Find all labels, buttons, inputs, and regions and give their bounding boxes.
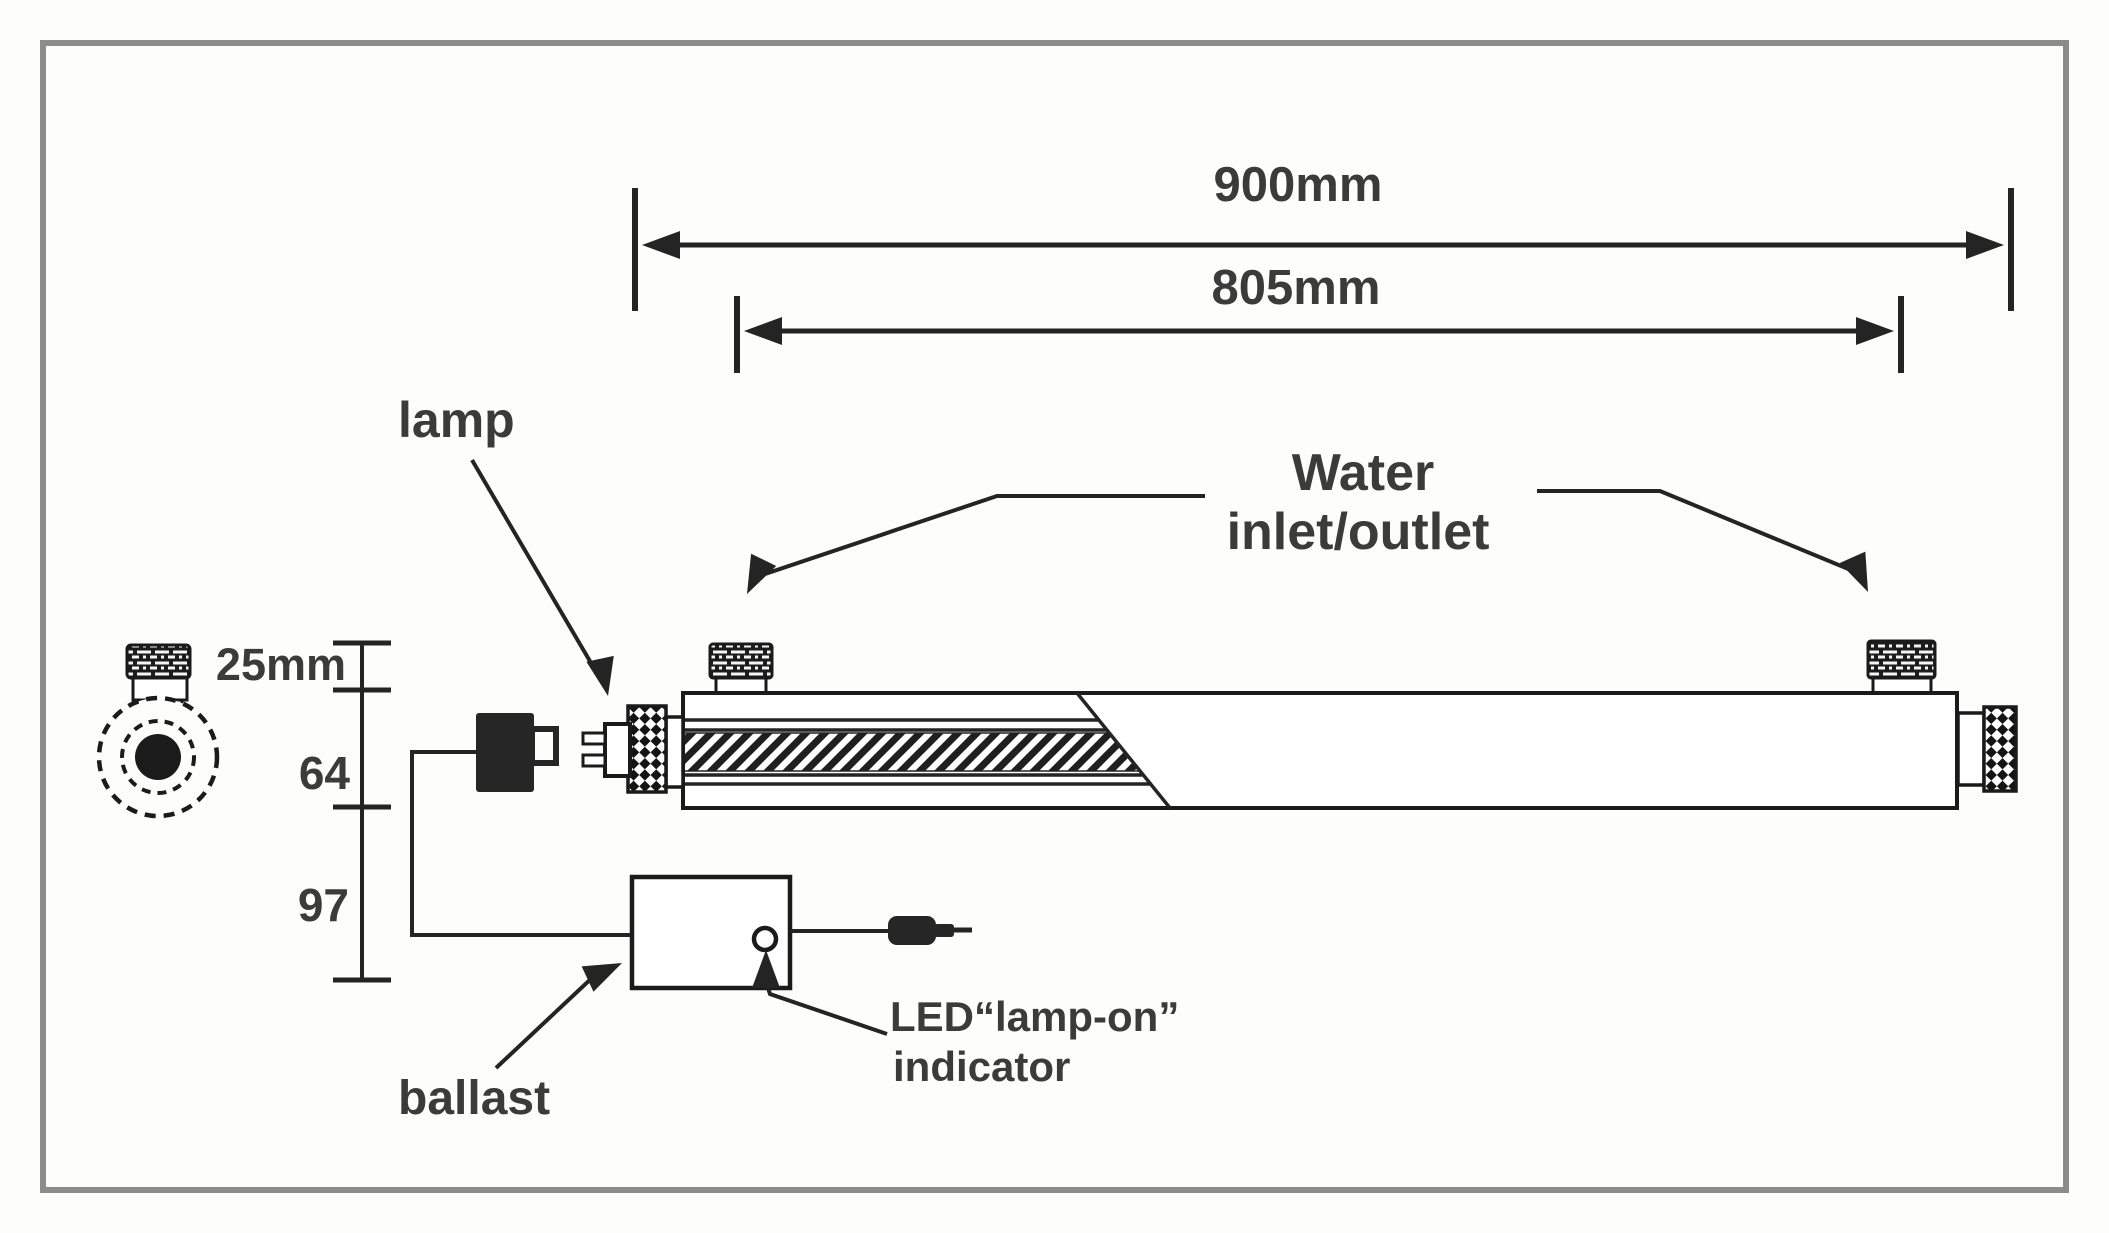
dim-900-right-arrowhead-icon xyxy=(1966,231,2004,259)
lamp-cable-connector xyxy=(476,713,534,792)
left-gland-nut xyxy=(626,704,668,794)
ballast-label: ballast xyxy=(398,1072,550,1125)
dim-805-right-arrowhead-icon xyxy=(1856,317,1894,345)
dim-805-label: 805mm xyxy=(1212,261,1381,315)
dimension-900mm: 900mm xyxy=(632,158,2014,311)
ballast-arrowhead-icon xyxy=(581,950,628,992)
ballast-callout: ballast xyxy=(398,950,628,1125)
lamp-tube-hatch xyxy=(682,732,1143,772)
water-left-arrowhead-icon xyxy=(734,553,777,601)
lamp-to-ballast-wire xyxy=(410,750,632,937)
right-collar xyxy=(1956,711,1986,787)
lamp-leader-line xyxy=(470,458,603,682)
power-plug-tip xyxy=(934,924,954,937)
led-label-line2: indicator xyxy=(893,1043,1070,1090)
cross-section-view xyxy=(96,643,220,819)
led-callout: LED“lamp-on” indicator xyxy=(752,950,1179,1090)
water-left-leader-line xyxy=(752,494,1205,580)
lamp-cable-connector-notch xyxy=(529,726,559,766)
water-right-arrowhead-icon xyxy=(1839,551,1881,598)
lamp-arrowhead-icon xyxy=(586,655,622,699)
water-port-right-cap xyxy=(1866,639,1937,680)
dim-97-label: 97 xyxy=(298,879,349,931)
dim-25mm-label: 25mm xyxy=(216,639,346,690)
lamp-pin-bottom xyxy=(581,753,607,768)
lamp-pin-top xyxy=(581,731,607,746)
cross-section-lamp-core xyxy=(135,734,181,780)
water-label-line1: Water xyxy=(1292,444,1435,502)
left-collar xyxy=(664,715,685,789)
water-label-line2: inlet/outlet xyxy=(1227,503,1490,561)
power-plug xyxy=(888,916,936,945)
water-right-leader-line xyxy=(1537,489,1859,575)
ballast-leader-line xyxy=(494,974,596,1070)
frame-border xyxy=(40,40,2069,1193)
dim-900-left-arrowhead-icon xyxy=(642,231,680,259)
cross-section-fitting-band xyxy=(131,676,189,702)
sterilizer-chamber xyxy=(476,639,2018,810)
lamp-callout: lamp xyxy=(398,392,622,699)
dim-900-label: 900mm xyxy=(1214,158,1383,212)
cross-section-inner-circle xyxy=(120,719,196,795)
left-dimension-column: 25mm 64 97 xyxy=(216,639,391,983)
cross-section-fitting-cap xyxy=(125,643,192,680)
lamp-label: lamp xyxy=(398,392,515,448)
dim-805-left-arrowhead-icon xyxy=(744,317,782,345)
lamp-plug xyxy=(603,722,632,778)
led-indicator-dot xyxy=(751,925,779,953)
water-port-left-cap xyxy=(708,642,774,680)
right-gland-nut xyxy=(1982,705,2018,793)
dimension-805mm: 805mm xyxy=(734,261,1904,373)
cutaway-diagonal-line xyxy=(1075,691,1172,810)
water-callout: Water inlet/outlet xyxy=(734,444,1881,601)
led-label-line1: LED“lamp-on” xyxy=(890,993,1179,1040)
dim-64-label: 64 xyxy=(299,747,351,799)
